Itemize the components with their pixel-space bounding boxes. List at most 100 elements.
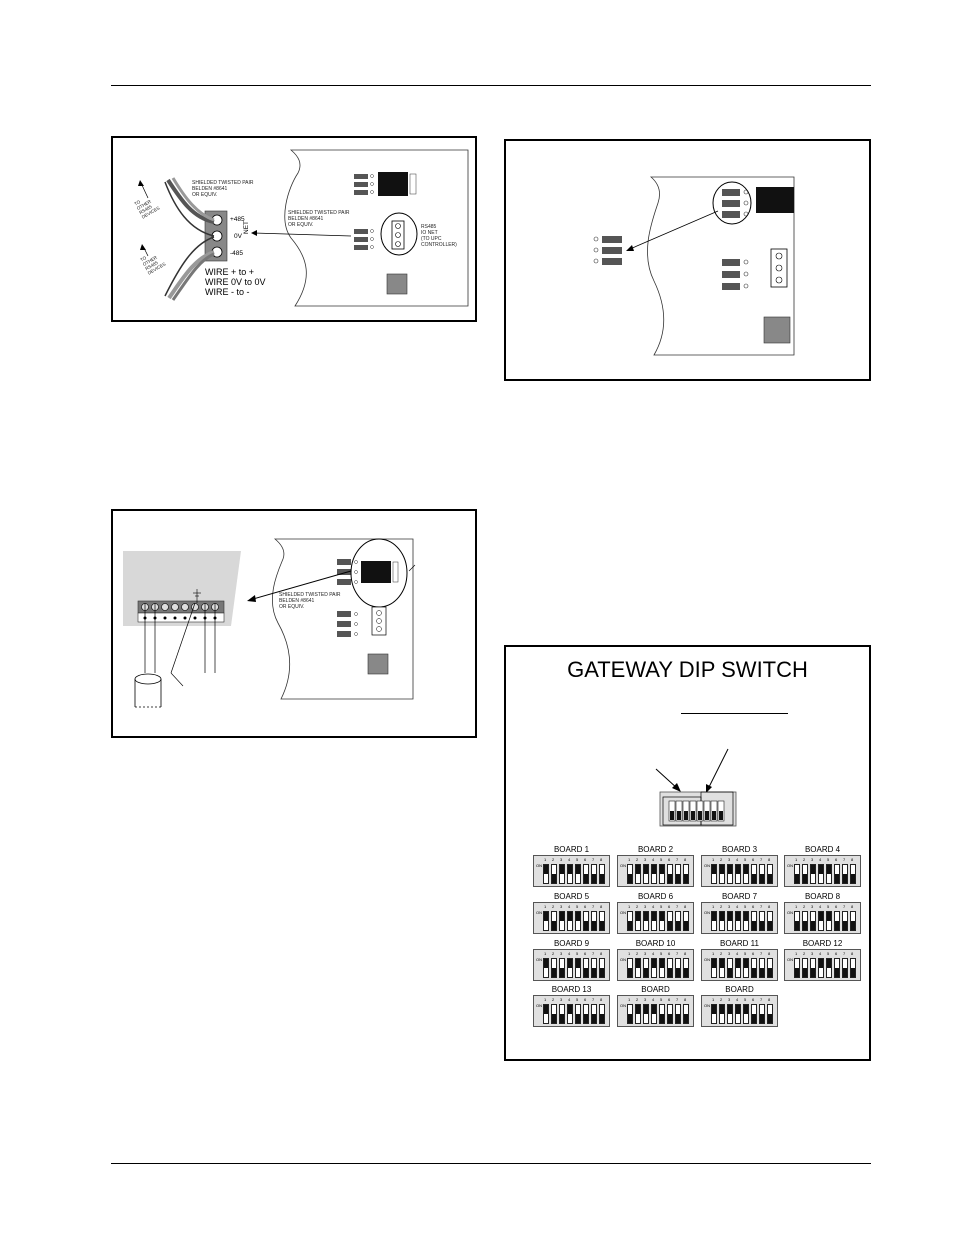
dip-switch-1 [711, 864, 717, 884]
switch-knob [712, 912, 716, 921]
switch-knob [720, 959, 724, 968]
switch-knob [676, 968, 680, 977]
switch-knob [760, 1014, 764, 1023]
dip-switch-8 [599, 958, 605, 978]
switch-knob [668, 1014, 672, 1023]
switch-knob [636, 1005, 640, 1014]
switch-number: 5 [660, 904, 663, 909]
dip-switch-7 [675, 958, 681, 978]
switch-number: 7 [843, 904, 846, 909]
switch-number: 6 [668, 997, 671, 1002]
switch-knob [544, 959, 548, 968]
dip-switch-1 [627, 864, 633, 884]
switch-knob [644, 865, 648, 874]
switch-knob [744, 912, 748, 921]
switch-knob [544, 1005, 548, 1014]
switch-knob [795, 968, 799, 977]
on-label: ON [787, 910, 793, 915]
dip-switch-5 [826, 911, 832, 931]
switch-number: 2 [636, 857, 639, 862]
switch-knob [552, 874, 556, 883]
switch-number: 5 [576, 857, 579, 862]
switch-number: 2 [552, 997, 555, 1002]
switch-number: 7 [592, 904, 595, 909]
switch-knob [736, 865, 740, 874]
dip-switch-7 [842, 958, 848, 978]
switch-knob [652, 865, 656, 874]
switch-number: 2 [803, 951, 806, 956]
dip-switch-2 [719, 911, 725, 931]
switch-knob [811, 921, 815, 930]
dip-switch-2 [719, 864, 725, 884]
switch-number: 7 [676, 951, 679, 956]
switch-knob [660, 1014, 664, 1023]
switch-knob [835, 968, 839, 977]
dip-switch-7 [759, 958, 765, 978]
dip-switch-3 [559, 1004, 565, 1024]
dip-switch-8 [683, 1004, 689, 1024]
dip-switch-5 [659, 958, 665, 978]
switch-knob [736, 959, 740, 968]
dip-switch-2 [635, 911, 641, 931]
dip-switch-7 [842, 864, 848, 884]
switch-number: 3 [644, 904, 647, 909]
dip-switch-8 [767, 864, 773, 884]
switch-knob [803, 968, 807, 977]
switch-number: 8 [768, 997, 771, 1002]
switch-number: 6 [835, 904, 838, 909]
dip-switch-6 [834, 864, 840, 884]
dip-switch-8 [850, 958, 856, 978]
dip-switch-1 [543, 958, 549, 978]
switch-number: 5 [576, 951, 579, 956]
on-label: ON [704, 957, 710, 962]
switch-knob [676, 921, 680, 930]
dip-switch-4 [735, 911, 741, 931]
switch-knob [584, 874, 588, 883]
switch-knob [843, 968, 847, 977]
switch-knob [720, 912, 724, 921]
dip-switch-5 [743, 958, 749, 978]
switch-knob [768, 968, 772, 977]
switch-number: 5 [576, 904, 579, 909]
switch-knob [843, 874, 847, 883]
switch-knob [744, 959, 748, 968]
switch-knob [600, 1014, 604, 1023]
terminal-minus-label: -485 [230, 250, 244, 257]
switch-knob [676, 874, 680, 883]
switch-knob [560, 968, 564, 977]
switch-number: 1 [628, 857, 631, 862]
dip-switch-4 [818, 864, 824, 884]
switch-number: 3 [644, 857, 647, 862]
switch-number: 1 [712, 997, 715, 1002]
switch-knob [795, 874, 799, 883]
dip-switch-8 [683, 958, 689, 978]
dip-switch-5 [575, 1004, 581, 1024]
on-label: ON [787, 957, 793, 962]
dip-switch-6 [583, 911, 589, 931]
switch-number: 4 [736, 857, 739, 862]
dip-switch-7 [591, 958, 597, 978]
board-label: BOARD 13 [551, 985, 592, 994]
switch-number: 2 [636, 951, 639, 956]
switch-knob [576, 912, 580, 921]
switch-number: 5 [744, 997, 747, 1002]
switch-number: 1 [628, 951, 631, 956]
switch-number: 7 [676, 997, 679, 1002]
switch-number: 7 [843, 857, 846, 862]
switch-number: 3 [560, 857, 563, 862]
switch-knob [652, 912, 656, 921]
on-label: ON [704, 1003, 710, 1008]
switch-knob [552, 968, 556, 977]
switch-knob [768, 1014, 772, 1023]
switch-number: 5 [827, 951, 830, 956]
switch-knob [811, 865, 815, 874]
switch-knob [795, 921, 799, 930]
switch-number: 4 [819, 951, 822, 956]
switch-number: 2 [720, 857, 723, 862]
